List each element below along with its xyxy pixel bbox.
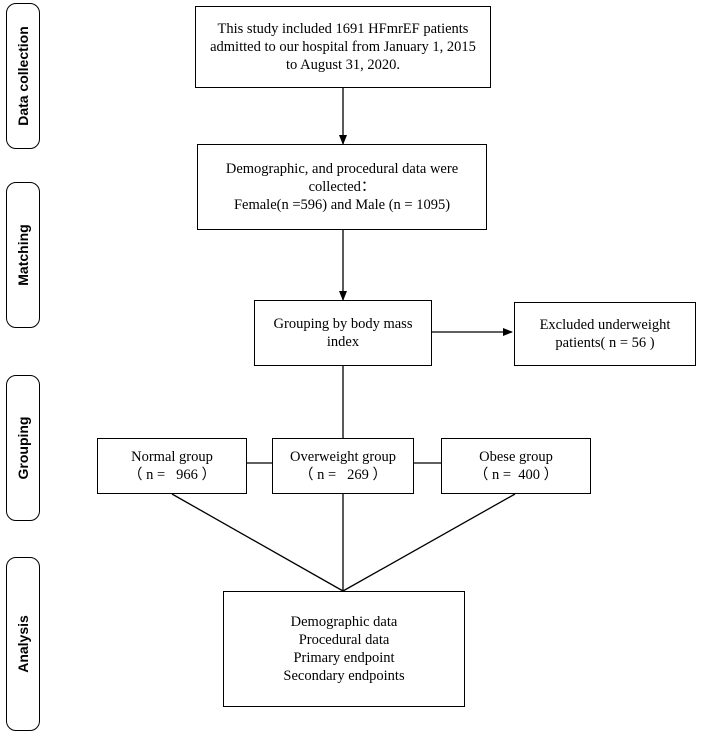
overweight-group-box: Overweight group （ n = 269 ） [272,438,414,494]
demographic-line-1: Demographic, and procedural data were [225,161,459,177]
excluded-line-2: patients( n = 56 ) [555,335,655,351]
overweight-group-count: （ n = 269 ） [299,467,387,483]
normal-group-box: Normal group （ n = 966 ） [97,438,247,494]
phase-label-analysis: Analysis [15,615,31,673]
normal-group-count: （ n = 966 ） [128,467,216,483]
excluded-box: Excluded underweight patients( n = 56 ) [514,302,696,366]
line-obese-to-analysis [342,493,516,592]
overweight-group-label: Overweight group [290,449,396,465]
demographic-line-2: collected： [308,179,376,195]
analysis-box: Demographic data Procedural data Primary… [223,591,465,707]
analysis-line-2: Procedural data [298,632,390,648]
obese-group-count: （ n = 400 ） [473,467,559,483]
study-box: This study included 1691 HFmrEF patients… [195,6,491,88]
normal-group-label: Normal group [131,449,213,465]
study-line-2: admitted to our hospital from January 1,… [210,39,476,55]
bmi-grouping-box: Grouping by body mass index [254,300,432,366]
phase-analysis: Analysis [6,557,40,731]
demographic-line-3: Female(n =596) and Male (n = 1095) [233,197,451,213]
phase-matching: Matching [6,182,40,328]
line-normal-to-analysis [171,493,344,592]
study-line-3: to August 31, 2020. [286,57,400,73]
obese-group-label: Obese group [479,449,553,465]
phase-data-collection: Data collection [6,3,40,149]
phase-label-grouping: Grouping [15,416,31,480]
bmi-line-1: Grouping by body mass [273,316,413,332]
bmi-line-2: index [326,334,360,350]
demographic-box: Demographic, and procedural data were co… [197,144,487,230]
phase-label-data-collection: Data collection [15,26,31,126]
analysis-line-3: Primary endpoint [293,650,395,666]
phase-label-matching: Matching [15,224,31,286]
excluded-line-1: Excluded underweight [539,317,671,333]
obese-group-box: Obese group （ n = 400 ） [441,438,591,494]
study-line-1: This study included 1691 HFmrEF patients [217,21,469,37]
analysis-line-4: Secondary endpoints [283,668,405,684]
phase-grouping: Grouping [6,375,40,521]
analysis-line-1: Demographic data [290,614,398,630]
